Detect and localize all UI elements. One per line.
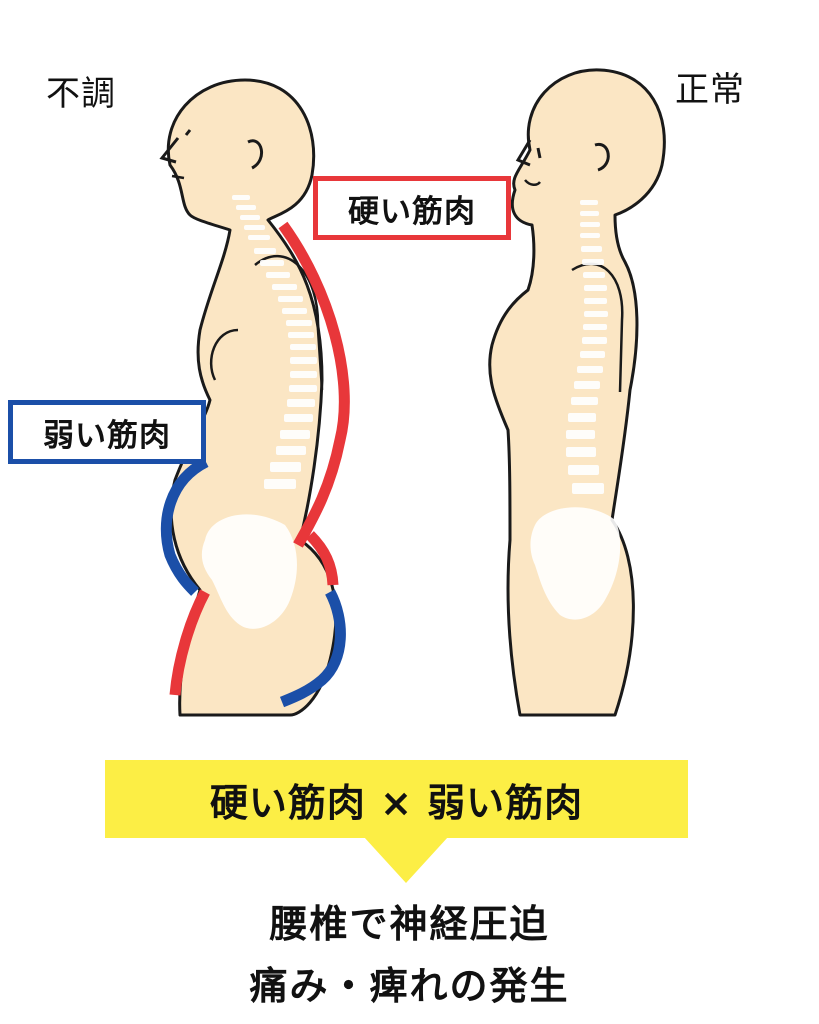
normal-pelvis bbox=[530, 507, 621, 620]
weak-muscle-tag: 弱い筋肉 bbox=[8, 400, 206, 464]
normal-nose bbox=[515, 139, 532, 167]
normal-mouth bbox=[524, 179, 541, 186]
hard-muscle-tag: 硬い筋肉 bbox=[313, 176, 511, 240]
hard-muscle-back bbox=[278, 221, 350, 548]
hard-muscle-tag-text: 硬い筋肉 bbox=[348, 193, 476, 230]
hard-muscle-hip bbox=[306, 531, 339, 586]
normal-spine bbox=[566, 200, 608, 494]
abnormal-eye bbox=[184, 129, 192, 136]
abnormal-nose bbox=[159, 137, 180, 164]
abnormal-chest bbox=[209, 328, 239, 381]
weak-muscle-glute bbox=[279, 589, 346, 708]
cause-banner: 硬い筋肉 × 弱い筋肉 bbox=[105, 760, 688, 838]
figure-abnormal bbox=[159, 78, 350, 717]
abnormal-pelvis bbox=[201, 514, 297, 629]
abnormal-mouth bbox=[171, 174, 185, 180]
weak-muscle-tag-text: 弱い筋肉 bbox=[43, 417, 171, 454]
hard-muscle-thigh bbox=[169, 589, 210, 696]
weak-muscle-abdomen bbox=[160, 457, 209, 596]
normal-ear bbox=[594, 142, 610, 172]
result-line-2: 痛み・痺れの発生 bbox=[249, 964, 570, 1008]
down-arrow-icon bbox=[364, 837, 448, 883]
figure-normal bbox=[488, 68, 666, 717]
label-normal: 正常 bbox=[675, 70, 745, 110]
abnormal-ear bbox=[247, 139, 263, 170]
result-line-1: 腰椎で神経圧迫 bbox=[269, 902, 550, 946]
normal-arm bbox=[571, 262, 624, 393]
normal-eye bbox=[536, 147, 542, 159]
abnormal-spine bbox=[232, 195, 317, 489]
cause-banner-text: 硬い筋肉 × 弱い筋肉 bbox=[209, 780, 584, 825]
label-abnormal: 不調 bbox=[46, 74, 116, 114]
abnormal-arm bbox=[254, 254, 324, 391]
